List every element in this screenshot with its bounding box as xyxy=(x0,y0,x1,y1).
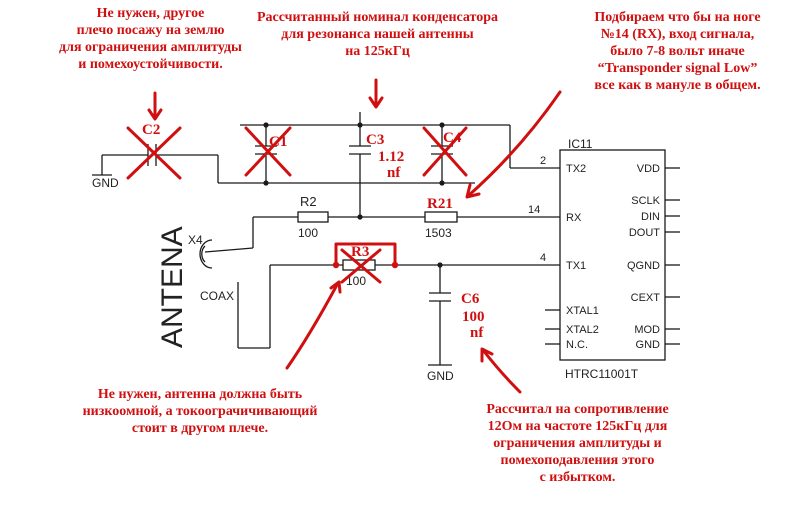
c4-cross-mark xyxy=(422,126,468,177)
c2-cross-mark xyxy=(126,126,182,180)
c3-label: C3 xyxy=(366,132,384,148)
antenna-label: ANTENA xyxy=(156,226,189,348)
pin-tx1: TX1 xyxy=(566,260,586,272)
arrow-c3 xyxy=(368,78,384,109)
pin-gnd: GND xyxy=(636,339,661,351)
pin-sclk: SCLK xyxy=(631,195,660,207)
wires xyxy=(92,112,680,366)
junctions xyxy=(263,122,445,268)
pin-qgnd: QGND xyxy=(627,260,660,272)
r3-label: R3 xyxy=(351,244,369,260)
r3-value: 100 xyxy=(346,274,366,288)
pin-rx: RX xyxy=(566,212,582,224)
gnd-label-c6: GND xyxy=(427,369,454,383)
c6-unit: nf xyxy=(470,325,484,341)
pin-xtal2: XTAL2 xyxy=(566,324,599,336)
note-c3-resonance: Рассчитанный номинал конденсатора для ре… xyxy=(256,10,499,59)
gnd-label-left: GND xyxy=(92,176,119,190)
pin-cext: CEXT xyxy=(631,292,661,304)
arrow-r21 xyxy=(465,90,562,199)
pin-number-2: 2 xyxy=(540,155,546,167)
note-c2-not-needed: Не нужен, другое плечо посажу на землю д… xyxy=(59,6,242,72)
note-r3-not-needed: Не нужен, антенна должна быть низкоомной… xyxy=(82,387,318,436)
pin-mod: MOD xyxy=(634,324,660,336)
r21-label: R21 xyxy=(427,196,453,212)
c3-unit: nf xyxy=(387,165,401,181)
pin-dout: DOUT xyxy=(629,227,660,239)
pin-nc: N.C. xyxy=(566,339,588,351)
r3-bypass-wire xyxy=(334,242,397,267)
c3-value: 1.12 xyxy=(378,149,404,165)
note-rx-voltage: Подбираем что бы на ноге №14 (RX), вход … xyxy=(594,10,761,93)
c6-value: 100 xyxy=(462,309,485,325)
c6-label: C6 xyxy=(461,291,480,307)
pin-number-4: 4 xyxy=(540,252,546,264)
r2-label: R2 xyxy=(300,194,317,209)
r3-cross-mark xyxy=(340,248,382,284)
ic-part-number: HTRC11001T xyxy=(565,367,639,381)
c4-label: C4 xyxy=(443,130,462,146)
pin-vdd: VDD xyxy=(637,163,660,175)
red-markup xyxy=(126,78,562,394)
pin-din: DIN xyxy=(641,211,660,223)
arrow-c6 xyxy=(480,347,522,394)
r3-bypass-dots xyxy=(332,261,399,269)
connector-type: COAX xyxy=(200,289,234,303)
r21-value: 1503 xyxy=(425,226,452,240)
c1-cross-mark xyxy=(244,126,292,177)
pin-xtal1: XTAL1 xyxy=(566,305,599,317)
r2-value: 100 xyxy=(298,226,318,240)
pin-tx2: TX2 xyxy=(566,163,586,175)
ic-name: IC11 xyxy=(568,137,593,151)
arrow-c2 xyxy=(147,91,163,121)
pin-number-14: 14 xyxy=(528,204,540,216)
arrow-r3 xyxy=(285,280,342,370)
c2-label: C2 xyxy=(142,122,160,138)
note-c6-calculation: Рассчитал на сопротивление 12Ом на часто… xyxy=(486,402,669,485)
connector-name: X4 xyxy=(188,233,203,247)
